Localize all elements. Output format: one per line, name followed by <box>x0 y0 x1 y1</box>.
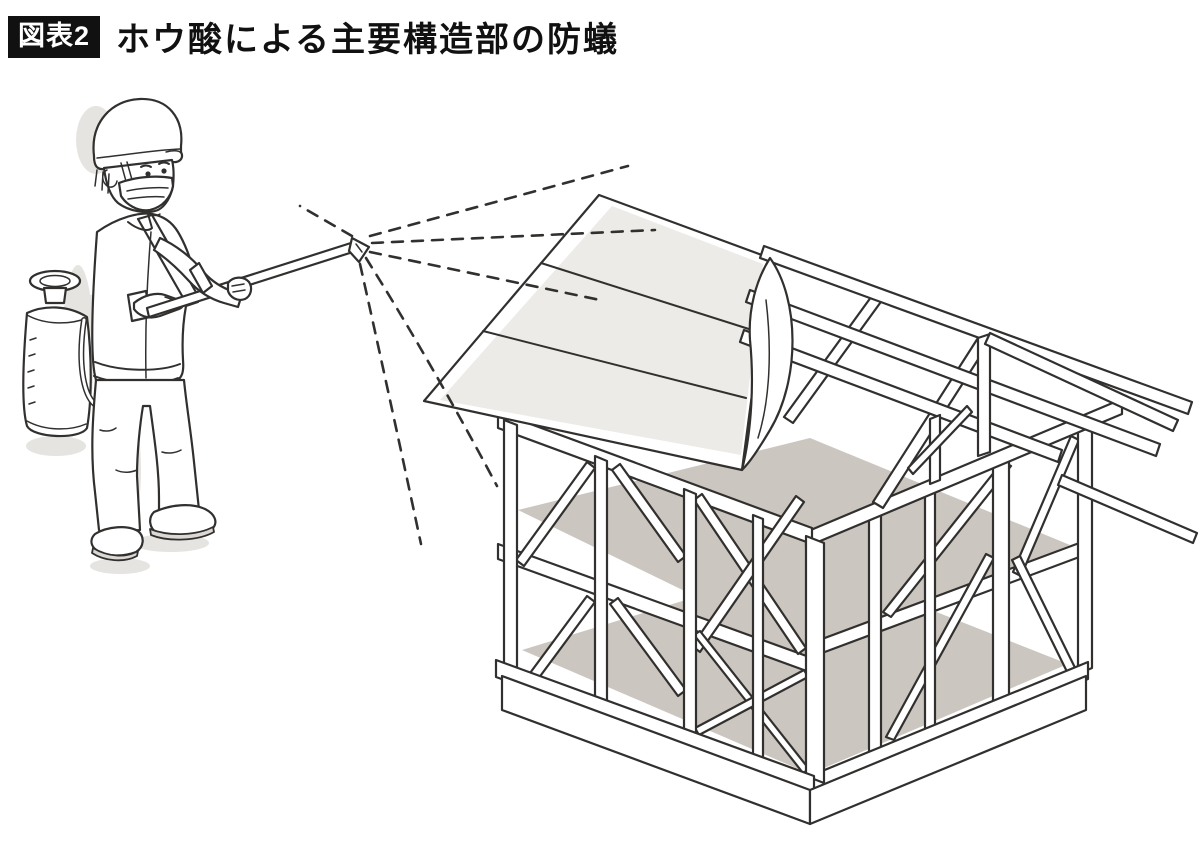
worker-legs <box>90 378 217 562</box>
worker-figure <box>22 97 371 574</box>
spray-wand <box>145 236 371 319</box>
sheet-curl <box>740 256 794 472</box>
sprayer-tank <box>22 269 92 438</box>
left-wall-framing <box>494 410 826 795</box>
worker-right-arm <box>152 236 253 309</box>
safety-helmet <box>92 97 184 171</box>
front-corner-post <box>804 534 826 785</box>
face-mask <box>117 175 175 212</box>
figure-number-tag: 図表2 <box>8 15 101 58</box>
figure-header: 図表2 ホウ酸による主要構造部の防蟻 <box>8 12 619 61</box>
roof-rafters-front <box>738 244 1199 545</box>
right-wall-framing <box>804 397 1124 795</box>
roof-sheet <box>422 193 772 472</box>
spray-nozzle <box>347 236 371 264</box>
figure-title: ホウ酸による主要構造部の防蟻 <box>116 21 620 59</box>
house-frame <box>422 193 1199 826</box>
worker-head <box>92 97 184 217</box>
foundation <box>500 674 1088 826</box>
spray-mist-dashes <box>298 164 657 546</box>
